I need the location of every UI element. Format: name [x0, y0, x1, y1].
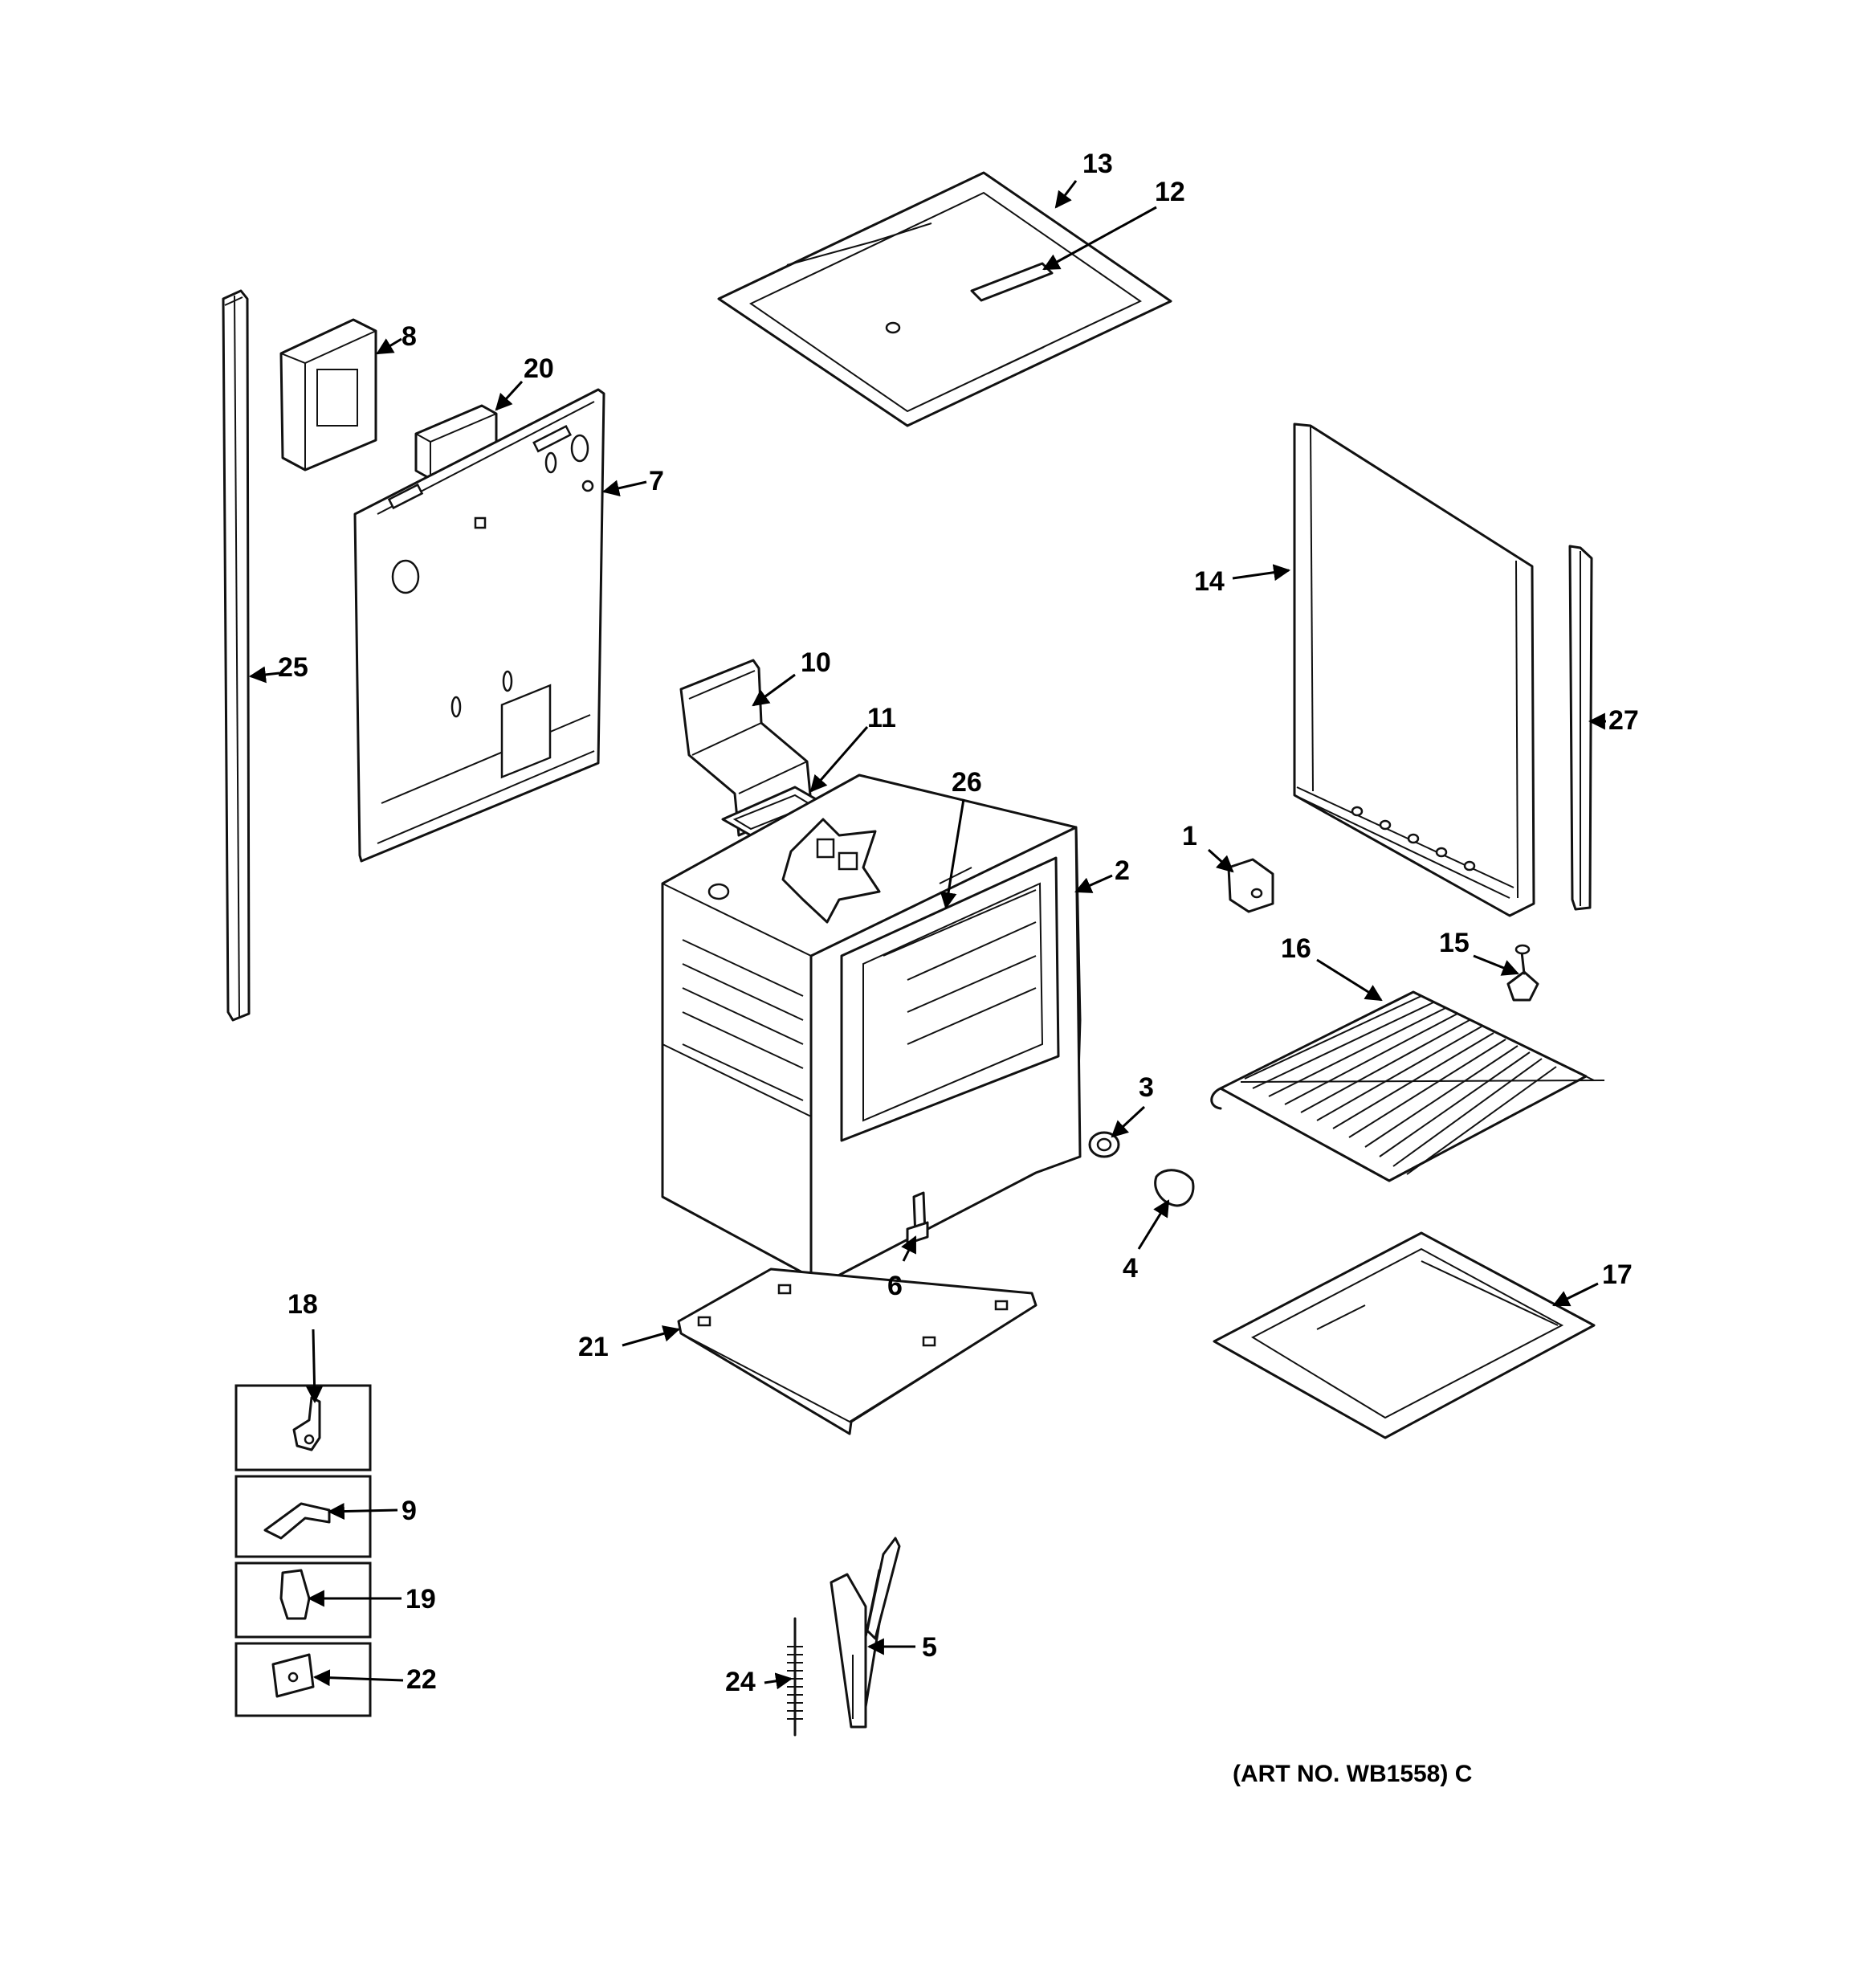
callout-4: 4 [1123, 1253, 1138, 1284]
part-2-oven-body [661, 774, 1082, 1287]
part-14-door-frame [1293, 423, 1535, 917]
part-12-top-bracket [970, 262, 1054, 302]
callout-10: 10 [801, 647, 831, 678]
callout-26: 26 [952, 767, 982, 798]
callout-labels: 13 12 8 20 7 25 10 11 26 2 14 27 1 15 16… [278, 149, 1639, 1787]
callout-13: 13 [1082, 149, 1113, 179]
leader-lines [248, 180, 1606, 1690]
callout-21: 21 [578, 1332, 609, 1362]
part-10-vent-duct [679, 659, 813, 837]
callout-12: 12 [1155, 177, 1185, 207]
part-7-rear-panel [353, 388, 605, 863]
part-25-side-trim [222, 289, 251, 1022]
callout-22: 22 [406, 1664, 437, 1695]
part-17-bottom-tray [1213, 1231, 1596, 1439]
part-8-bracket-box [279, 318, 377, 471]
part-18-box [234, 1384, 372, 1472]
callout-24: 24 [725, 1667, 756, 1697]
callout-15: 15 [1439, 928, 1470, 958]
part-4-knob [1154, 1169, 1195, 1207]
part-19-box [234, 1561, 372, 1639]
part-22-box [234, 1642, 372, 1717]
part-27-side-trim [1568, 545, 1593, 911]
callout-14: 14 [1194, 566, 1225, 597]
callout-2: 2 [1115, 855, 1130, 886]
part-20-module [414, 404, 498, 480]
callout-1: 1 [1182, 821, 1197, 851]
callout-3: 3 [1139, 1072, 1154, 1103]
part-3-bushing [1088, 1131, 1120, 1158]
callout-18: 18 [287, 1289, 318, 1320]
part-16-oven-rack [1210, 990, 1605, 1182]
callout-20: 20 [524, 353, 554, 384]
callout-16: 16 [1281, 933, 1311, 964]
callout-19: 19 [406, 1584, 436, 1614]
part-15-leveling-leg [1506, 944, 1539, 1002]
callout-27: 27 [1608, 705, 1639, 736]
part-5-door-hinge [830, 1537, 901, 1729]
art-number: (ART NO. WB1558) C [1233, 1761, 1472, 1787]
callout-6: 6 [887, 1271, 903, 1301]
part-21-base-plate [677, 1268, 1037, 1435]
callout-25: 25 [278, 652, 308, 683]
callout-7: 7 [649, 466, 664, 496]
part-9-box [234, 1475, 372, 1558]
callout-9: 9 [402, 1496, 417, 1526]
part-24-hinge-spring [787, 1617, 803, 1737]
callout-17: 17 [1602, 1259, 1633, 1290]
callout-5: 5 [922, 1632, 937, 1663]
callout-8: 8 [402, 321, 417, 352]
part-1-clip [1227, 858, 1274, 913]
part-13-top-panel [717, 171, 1172, 427]
callout-11: 11 [867, 703, 896, 733]
